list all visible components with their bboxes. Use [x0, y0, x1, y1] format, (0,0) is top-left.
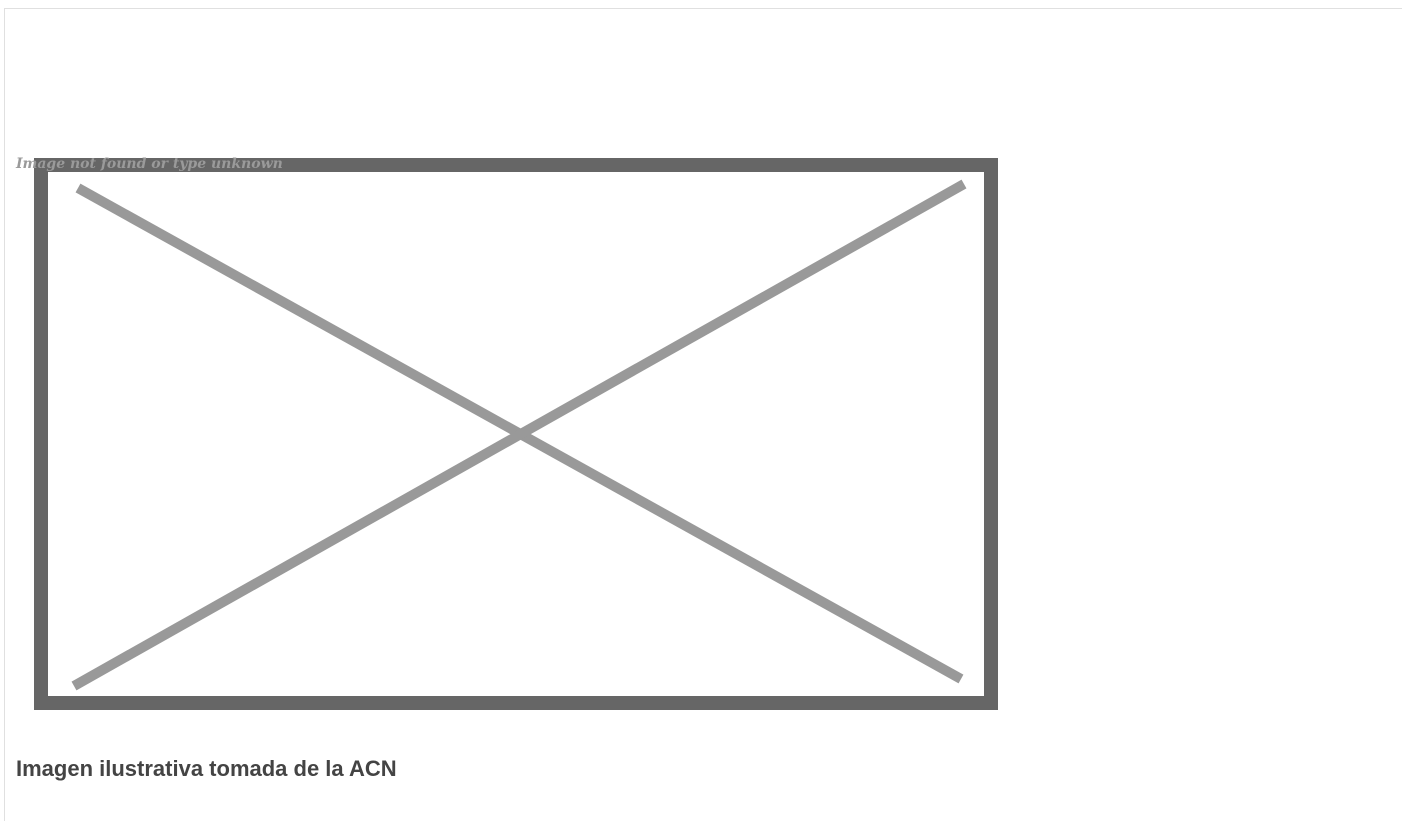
page-frame	[4, 8, 1402, 821]
broken-image-icon	[34, 158, 998, 710]
broken-image-frame	[34, 158, 998, 710]
image-alt-text: Image not found or type unknown	[16, 156, 283, 172]
image-caption: Imagen ilustrativa tomada de la ACN	[16, 756, 397, 781]
broken-image-placeholder	[16, 150, 1002, 714]
broken-image-cross-line-2	[71, 179, 967, 691]
